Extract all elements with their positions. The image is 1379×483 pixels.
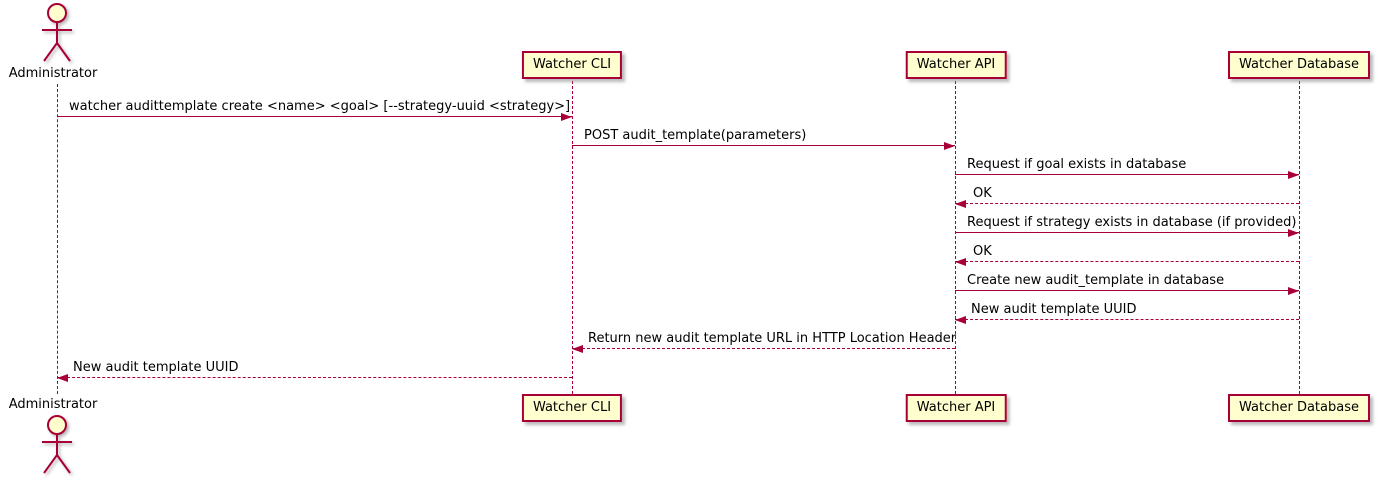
- message-label: New audit template UUID: [73, 360, 239, 375]
- lifeline-watcher-api: [955, 81, 956, 394]
- message-1: watcher audittemplate create <name> <goa…: [57, 99, 572, 121]
- participant-box-watcher-cli-bottom: Watcher CLI: [521, 394, 623, 422]
- arrowhead-right-icon: [944, 142, 955, 150]
- message-arrow: [572, 142, 955, 150]
- message-2: POST audit_template(parameters): [572, 128, 955, 150]
- message-9: Return new audit template URL in HTTP Lo…: [572, 331, 957, 353]
- message-arrow: [572, 345, 955, 353]
- message-8: New audit template UUID: [955, 302, 1299, 324]
- participant-box-watcher-database-bottom: Watcher Database: [1228, 394, 1370, 422]
- actor-label-administrator-bottom: Administrator: [8, 397, 98, 412]
- message-label: POST audit_template(parameters): [584, 128, 807, 143]
- participant-box-watcher-database-top: Watcher Database: [1228, 51, 1370, 79]
- message-arrow: [57, 374, 572, 382]
- message-label: Return new audit template URL in HTTP Lo…: [588, 331, 957, 346]
- arrowhead-right-icon: [561, 113, 572, 121]
- message-label: OK: [973, 244, 992, 259]
- message-label: OK: [973, 186, 992, 201]
- message-10: New audit template UUID: [57, 360, 572, 382]
- message-arrow: [955, 171, 1299, 179]
- message-label: Request if goal exists in database: [967, 157, 1187, 172]
- message-4: OK: [955, 186, 1299, 208]
- message-7: Create new audit_template in database: [955, 273, 1299, 295]
- message-6: OK: [955, 244, 1299, 266]
- message-arrow: [955, 229, 1299, 237]
- arrowhead-right-icon: [1288, 171, 1299, 179]
- actor-icon: [42, 415, 72, 474]
- lifeline-watcher-database: [1299, 81, 1300, 394]
- lifeline-watcher-cli: [572, 81, 573, 394]
- actor-icon: [42, 3, 72, 62]
- arrowhead-right-icon: [1288, 287, 1299, 295]
- actor-label-administrator-top: Administrator: [8, 66, 98, 81]
- message-arrow: [955, 287, 1299, 295]
- lifeline-administrator: [57, 84, 58, 394]
- participant-box-watcher-api-top: Watcher API: [905, 51, 1007, 79]
- message-label: Create new audit_template in database: [967, 273, 1225, 288]
- arrowhead-left-icon: [955, 316, 966, 324]
- arrowhead-left-icon: [955, 258, 966, 266]
- message-arrow: [955, 200, 1299, 208]
- message-arrow: [955, 316, 1299, 324]
- message-label: Request if strategy exists in database (…: [967, 215, 1297, 230]
- message-label: New audit template UUID: [971, 302, 1137, 317]
- participant-box-watcher-cli-top: Watcher CLI: [521, 51, 623, 79]
- message-arrow: [57, 113, 572, 121]
- arrowhead-right-icon: [1288, 229, 1299, 237]
- message-label: watcher audittemplate create <name> <goa…: [69, 99, 571, 114]
- message-arrow: [955, 258, 1299, 266]
- message-5: Request if strategy exists in database (…: [955, 215, 1299, 237]
- message-3: Request if goal exists in database: [955, 157, 1299, 179]
- participant-box-watcher-api-bottom: Watcher API: [905, 394, 1007, 422]
- arrowhead-left-icon: [57, 374, 68, 382]
- arrowhead-left-icon: [955, 200, 966, 208]
- arrowhead-left-icon: [572, 345, 583, 353]
